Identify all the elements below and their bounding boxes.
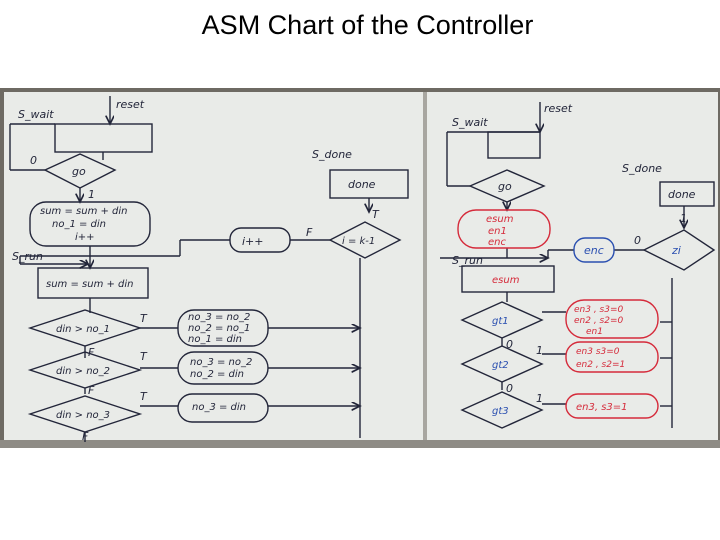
label-done-state-r: S_done	[622, 162, 662, 175]
cond1-false-label: F	[88, 346, 95, 359]
cond2-false-label: F	[88, 384, 95, 397]
decision-zi	[642, 229, 716, 271]
decision-loop	[328, 221, 402, 259]
act3-text: no_3 = din	[192, 402, 246, 413]
start-action-3: enc	[488, 237, 506, 248]
act2-line-1: no_3 = no_2	[190, 357, 252, 368]
loop-true-label: T	[372, 208, 380, 221]
done-box-text: done	[348, 178, 376, 191]
decision-gt2	[460, 345, 544, 383]
gt3-text: gt3	[492, 406, 509, 417]
board-seam	[423, 92, 427, 444]
loop-false-label: F	[306, 226, 313, 239]
label-wait-state-r: S_wait	[452, 116, 488, 129]
label-go: go	[72, 165, 86, 178]
label-done-state: S_done	[312, 148, 352, 161]
init-line-3: i++	[75, 232, 95, 243]
label-go-r: go	[498, 180, 512, 193]
decision-gt1	[460, 301, 544, 339]
cond3-true-label: T	[140, 390, 148, 403]
act1-line-1: no_3 = no_2	[188, 312, 250, 323]
state-box-run	[37, 267, 149, 299]
zi-zero-label: 0	[634, 234, 641, 247]
gt2-one-label: 1	[536, 344, 543, 357]
zi-one-label: 1	[680, 212, 687, 225]
label-run-state: S_run	[12, 250, 43, 263]
conditional-output-3	[177, 393, 269, 423]
decision-cond3	[27, 395, 143, 433]
gt2-zero-label: 0	[506, 382, 513, 395]
done-box-text-r: done	[668, 188, 696, 201]
inc-text: i++	[242, 235, 264, 248]
gt2-text: gt2	[492, 360, 509, 371]
init-line-1: sum = sum + din	[40, 206, 128, 217]
label-reset-r: reset	[544, 102, 573, 115]
act1-bubble	[565, 299, 659, 339]
gt1-zero-label: 0	[506, 338, 513, 351]
label-wait-state: S_wait	[18, 108, 54, 121]
label-reset: reset	[116, 98, 145, 111]
label-go-one: 1	[88, 188, 95, 201]
right-act1-line-3: en1	[586, 327, 603, 337]
state-box-done-r	[659, 181, 715, 207]
zi-text: zi	[671, 244, 681, 257]
enc-text: enc	[584, 244, 604, 257]
right-act1-line-1: en3 , s3=0	[574, 305, 624, 315]
loop-cond-text: i = k-1	[342, 236, 375, 247]
decision-cond2	[27, 351, 143, 389]
right-red-outputs	[457, 209, 659, 419]
init-line-2: no_1 = din	[52, 219, 106, 230]
run-box-text-r: esum	[492, 275, 520, 286]
right-asm-chart	[440, 102, 716, 429]
start-action-1: esum	[486, 214, 514, 225]
right-act2-line-1: en3 s3=0	[576, 347, 620, 357]
act2-line-2: no_2 = din	[190, 369, 244, 380]
right-act3-text: en3, s3=1	[576, 402, 628, 413]
gt1-text: gt1	[492, 316, 509, 327]
cond2-text: din > no_2	[56, 366, 110, 377]
state-box-run-r	[461, 265, 555, 293]
state-box-wait-r	[487, 131, 541, 159]
cond2-true-label: T	[140, 350, 148, 363]
run-box-text: sum = sum + din	[46, 279, 134, 290]
slide-title: ASM Chart of the Controller	[201, 10, 534, 40]
whiteboard-photo: S_wait reset go 0 1 sum = sum + din no_1…	[0, 88, 720, 448]
enc-bubble	[573, 237, 615, 263]
decision-go	[43, 153, 117, 189]
gt3-one-label: 1	[536, 392, 543, 405]
right-act2-line-2: en2 , s2=1	[576, 360, 625, 370]
cond3-false-label: F	[82, 430, 89, 443]
decision-gt3	[460, 391, 544, 429]
act1-line-2: no_2 = no_1	[188, 323, 250, 334]
start-actions-bubble	[457, 209, 551, 249]
start-action-2: en1	[488, 226, 507, 237]
left-asm-chart	[9, 96, 409, 442]
right-act1-line-2: en2 , s2=0	[574, 316, 624, 326]
cond3-text: din > no_3	[56, 410, 110, 421]
cond1-text: din > no_1	[56, 324, 110, 335]
board-tray	[0, 440, 720, 448]
decision-go-r	[468, 169, 546, 203]
act1-line-3: no_1 = din	[188, 334, 242, 345]
label-go-zero: 0	[30, 154, 37, 167]
act3-bubble	[565, 393, 659, 419]
act2-bubble	[565, 341, 659, 373]
label-run-state-r: S_run	[452, 254, 483, 267]
cond1-true-label: T	[140, 312, 148, 325]
